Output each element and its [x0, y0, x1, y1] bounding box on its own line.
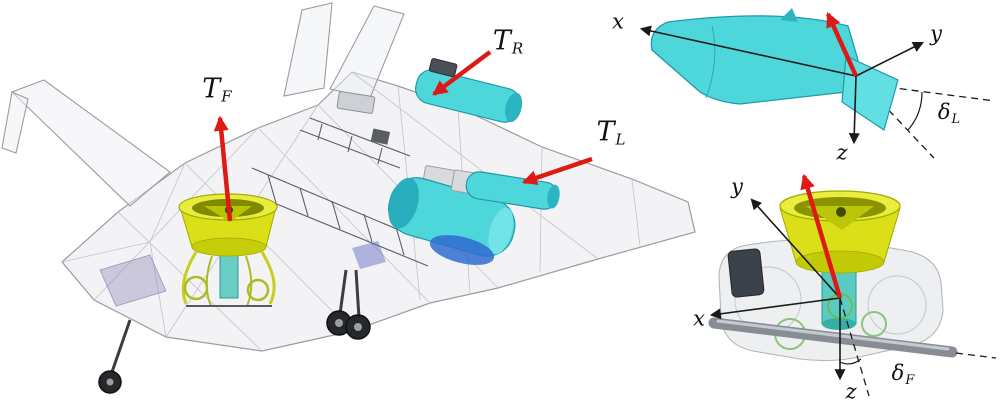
left-wing	[10, 79, 171, 207]
rotor-y-axis	[750, 198, 841, 299]
tail-fin-left	[283, 2, 333, 97]
nacelle-angle-arc	[907, 91, 923, 131]
delta-f-label: δF	[891, 360, 915, 389]
green-clamp-right	[861, 311, 887, 337]
thrust-rear-right-arrow	[432, 50, 492, 96]
delta-l-label: δL	[937, 99, 961, 128]
blue-patch	[352, 241, 386, 269]
rotor-cup-bottom	[795, 250, 885, 274]
nacelle-x-axis-label: x	[612, 9, 624, 34]
nacelle-y-axis	[855, 42, 924, 77]
servo-box	[727, 248, 765, 298]
rotor-spinner-cone	[806, 206, 874, 230]
inner-fan-blue	[429, 235, 495, 265]
airframe-silhouette	[61, 71, 696, 352]
nacelle-thrust-arrow	[825, 11, 859, 77]
shaft-dashed-extension	[955, 352, 997, 359]
front-rotor-mechanism	[178, 193, 278, 307]
motor-column-base	[822, 318, 856, 330]
thrust-front-label: TF	[202, 73, 232, 106]
rotor-z-axis-label: z	[845, 379, 857, 404]
nacelle-detail	[639, 8, 996, 159]
nacelle-seam	[705, 25, 716, 99]
rotor-dashed-tilt-line	[839, 297, 870, 397]
thrust-front-arrow	[213, 115, 233, 222]
rotor-x-axis	[709, 297, 841, 320]
rotor-thrust-arrow	[800, 173, 843, 299]
tilt-shaft	[708, 317, 958, 358]
housing-ring-right	[867, 275, 927, 335]
rotor-y-axis-label: y	[731, 174, 743, 199]
nacelle-body	[650, 15, 859, 105]
rotor-x-axis-label: x	[693, 306, 705, 331]
nacelle-z-axis-label: z	[836, 140, 848, 165]
thrust-left-label: TL	[596, 116, 626, 149]
battery-patch	[99, 254, 167, 307]
nacelle-z-axis	[848, 75, 860, 145]
small-dark-box	[370, 128, 391, 145]
internal-frame	[251, 117, 429, 267]
rotor-hub	[836, 207, 846, 217]
left-winglet	[1, 91, 29, 154]
thrust-vectors	[213, 50, 593, 222]
aircraft-render	[1, 2, 696, 394]
rotor-angle-arc	[839, 358, 862, 365]
thrust-left-arrow	[521, 156, 593, 186]
rotor-detail	[708, 173, 997, 397]
landing-gear	[98, 269, 371, 394]
tilt-shaft-highlight	[716, 319, 950, 351]
avionics-box	[336, 91, 376, 114]
nacelle-fin	[780, 8, 798, 22]
nacelle-y-axis-label: y	[930, 21, 942, 46]
nacelle-x-axis	[639, 25, 857, 77]
thrust-rear-right-label: TR	[492, 25, 524, 58]
